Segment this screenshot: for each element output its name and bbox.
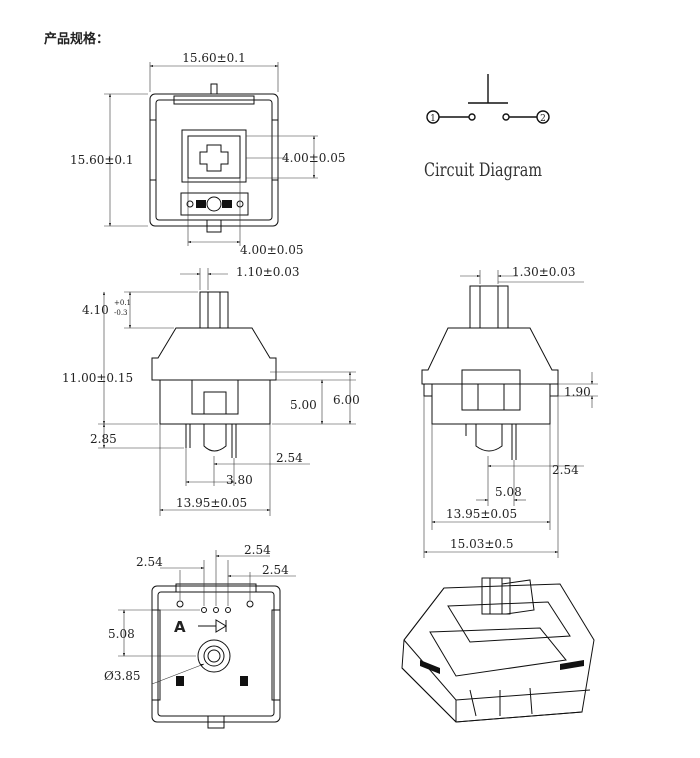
circuit-title: Circuit Diagram [424, 159, 542, 181]
stem-box-dim: 4.00±0.05 [282, 151, 346, 165]
side-body-width-dim: 13.95±0.05 [446, 507, 517, 521]
stem-height-tol-minus: -0.3 [114, 309, 128, 317]
bottom-dim-c: 2.54 [262, 563, 289, 577]
isometric-view [401, 577, 595, 723]
side-pin-spacing-dim: 5.08 [495, 485, 522, 499]
bottom-dim-a: 2.54 [136, 555, 163, 569]
side-view: 1.30±0.03 1.90 2.54 5.08 13.95±0.05 15.0… [421, 265, 598, 558]
front-stem-width-dim: 1.10±0.03 [236, 265, 300, 279]
pin-spacing-dim: 3.80 [226, 473, 253, 487]
bottom-label-a: A [174, 618, 186, 636]
dim-6-00: 6.00 [333, 393, 360, 407]
stem-box-bottom-dim: 4.00±0.05 [240, 243, 304, 257]
total-height-dim: 11.00±0.15 [62, 371, 133, 385]
circuit-diagram: 1 2 Circuit Diagram [424, 74, 550, 181]
spec-heading: 产品规格： [44, 32, 110, 47]
front-pin-offset-dim: 2.54 [276, 451, 303, 465]
top-view: 15.60±0.1 15.60±0.1 4.00±0.05 4.00±0.05 [70, 51, 346, 257]
total-width-dim: 15.03±0.5 [450, 537, 514, 551]
pin1-label: 1 [430, 114, 436, 124]
bottom-view: A 2.54 2.54 2.54 5.08 Ø3.85 [104, 543, 296, 729]
pin2-label: 2 [540, 114, 546, 124]
bottom-dim-5-08: 5.08 [108, 627, 135, 641]
top-width-dim: 15.60±0.1 [182, 51, 246, 65]
pin-height-dim: 2.85 [90, 432, 117, 446]
top-height-dim: 15.60±0.1 [70, 153, 134, 167]
hole-diameter-dim: Ø3.85 [104, 669, 141, 683]
dim-1-90: 1.90 [564, 385, 591, 399]
front-view: 1.10±0.03 4.10 +0.1 -0.3 11.00±0.15 2.85… [62, 265, 360, 516]
stem-height-dim: 4.10 [82, 303, 109, 317]
dim-5-00: 5.00 [290, 398, 317, 412]
front-body-width-dim: 13.95±0.05 [176, 496, 247, 510]
bottom-dim-b: 2.54 [244, 543, 271, 557]
stem-height-tol-plus: +0.1 [114, 299, 131, 307]
side-pin-offset-dim: 2.54 [552, 463, 579, 477]
side-stem-width-dim: 1.30±0.03 [512, 265, 576, 279]
